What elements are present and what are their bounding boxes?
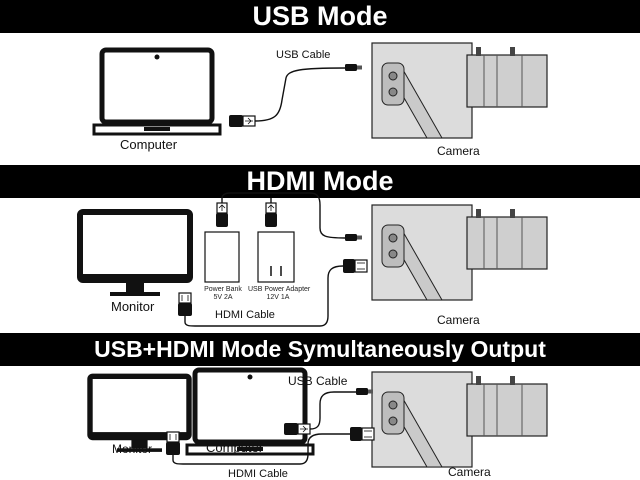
power-cable-line: [221, 192, 346, 239]
usb-cable-line: [254, 67, 346, 122]
hdmi-plug-icon: [165, 431, 181, 456]
usb-cable-line: [309, 391, 356, 430]
computer-icon: [94, 50, 220, 134]
camera-icon: [371, 371, 548, 468]
hdmi-mode-banner: HDMI Mode: [0, 165, 640, 198]
hdmi-plug-icon: [342, 258, 368, 274]
monitor-label: Monitor: [112, 442, 153, 456]
usb-plug-icon: [215, 202, 229, 228]
camera-label: Camera: [437, 144, 480, 158]
computer-label: Computer: [120, 137, 178, 152]
camera-icon: [371, 42, 548, 139]
hdmi-cable-line: [172, 433, 350, 465]
monitor-label: Monitor: [111, 299, 155, 314]
hdmi-plug-icon: [177, 292, 193, 317]
power-bank-label: Power Bank 5V 2A: [204, 286, 242, 301]
camera-label: Camera: [437, 313, 480, 327]
power-bank-icon: [204, 231, 240, 283]
micro-usb-plug-icon: [345, 234, 362, 241]
usb-cable-label: USB Cable: [288, 374, 348, 388]
monitor-icon: [80, 212, 190, 296]
usb-cable-label: USB Cable: [276, 49, 331, 61]
power-adapter-icon: [257, 231, 295, 283]
hdmi-cable-line: [184, 265, 344, 327]
hdmi-plug-icon: [349, 426, 375, 442]
camera-label: Camera: [448, 465, 491, 479]
combined-mode-banner: USB+HDMI Mode Symultaneously Output: [0, 333, 640, 366]
power-adapter-label: USB Power Adapter 12V 1A: [248, 286, 311, 301]
usb-plug-icon: [264, 202, 278, 228]
hdmi-cable-label: HDMI Cable: [215, 309, 275, 321]
usb-plug-icon: [283, 422, 311, 436]
computer-label: Computer: [206, 440, 264, 455]
camera-icon: [371, 204, 548, 301]
micro-usb-plug-icon: [356, 388, 373, 395]
hdmi-cable-label: HDMI Cable: [228, 468, 288, 480]
micro-usb-plug-icon: [345, 64, 362, 71]
usb-plug-icon: [228, 114, 256, 128]
usb-mode-banner: USB Mode: [0, 0, 640, 33]
